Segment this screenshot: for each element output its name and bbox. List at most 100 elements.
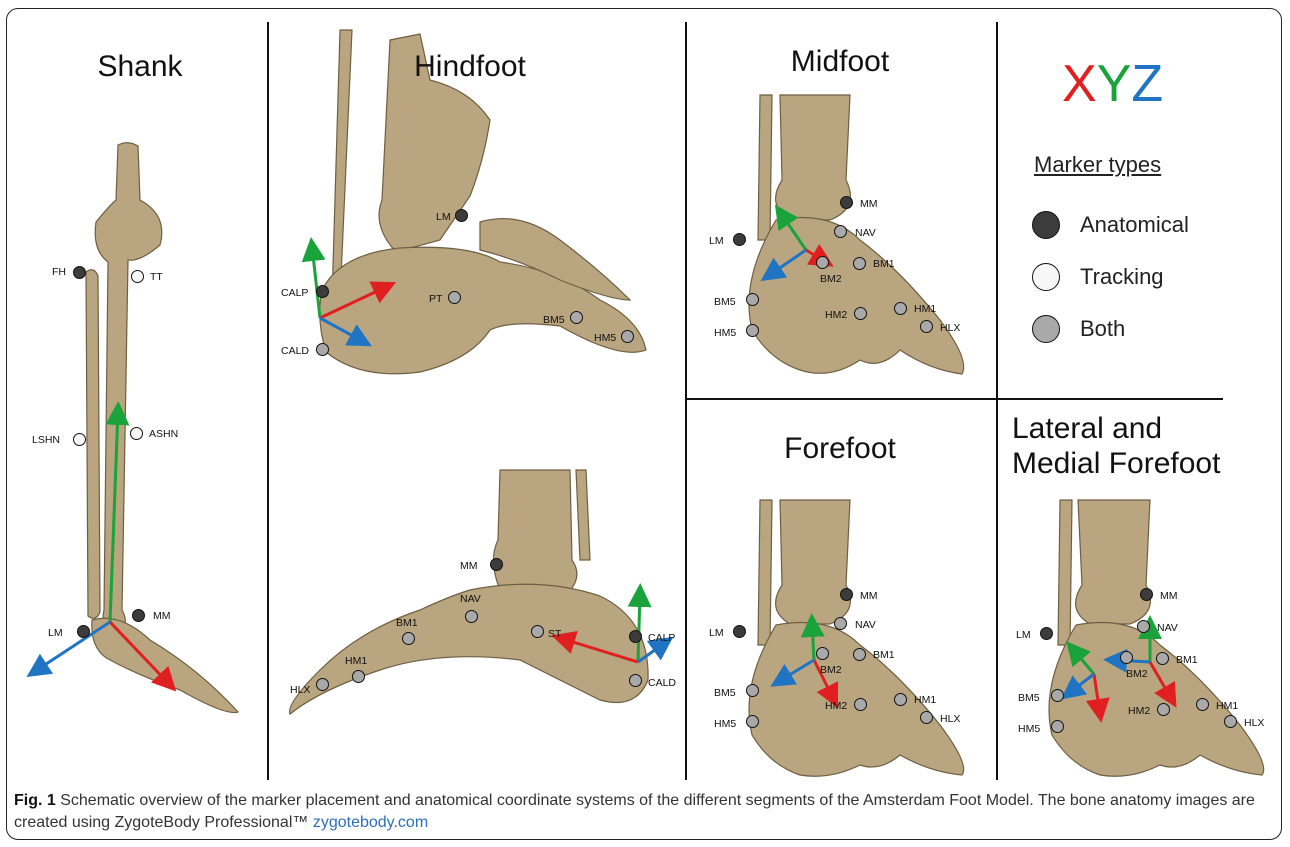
axis-x-label: X <box>1062 55 1097 113</box>
label-lmf-hm1: HM1 <box>1216 700 1238 712</box>
label-lmf-lm: LM <box>1016 629 1031 641</box>
label-shank-mm: MM <box>153 610 171 622</box>
marker-midfoot-mm <box>840 196 853 209</box>
marker-lmf-hlx <box>1224 715 1237 728</box>
marker-shank-lm <box>77 625 90 638</box>
label-hindfoot-cald: CALD <box>281 345 309 357</box>
marker-hindfoot-st <box>531 625 544 638</box>
legend-tracking-swatch <box>1032 263 1060 291</box>
legend-both-label: Both <box>1080 316 1125 342</box>
axis-legend: XYZ <box>1062 54 1163 114</box>
marker-hindfoot-calp-bottom <box>629 630 642 643</box>
marker-midfoot-bm1 <box>853 257 866 270</box>
hindfoot-bottom-y-axis-arrow <box>638 592 640 662</box>
label-hindfoot-calp-bottom: CALP <box>648 632 675 644</box>
title-lateral-line2: Medial Forefoot <box>1012 447 1220 482</box>
label-forefoot-bm2: BM2 <box>820 664 842 676</box>
marker-hindfoot-hm1 <box>352 670 365 683</box>
label-forefoot-bm5: BM5 <box>714 687 736 699</box>
marker-lmf-hm1 <box>1196 698 1209 711</box>
title-lateral-medial: Lateral and Medial Forefoot <box>1012 412 1220 481</box>
caption-label: Fig. 1 <box>14 792 56 809</box>
label-midfoot-bm5: BM5 <box>714 296 736 308</box>
marker-lmf-mm <box>1140 588 1153 601</box>
marker-forefoot-bm1 <box>853 648 866 661</box>
marker-lmf-bm1 <box>1156 652 1169 665</box>
label-midfoot-bm1: BM1 <box>873 258 895 270</box>
marker-midfoot-hm2 <box>854 307 867 320</box>
label-forefoot-hm2: HM2 <box>825 700 847 712</box>
label-shank-tt: TT <box>150 271 163 283</box>
marker-lmf-nav <box>1137 620 1150 633</box>
label-hindfoot-mm: MM <box>460 560 478 572</box>
label-midfoot-hm1: HM1 <box>914 303 936 315</box>
label-midfoot-bm2: BM2 <box>820 273 842 285</box>
hindfoot-bottom-bones <box>290 470 648 714</box>
label-forefoot-hm5: HM5 <box>714 718 736 730</box>
title-shank: Shank <box>50 50 230 85</box>
marker-forefoot-lm <box>733 625 746 638</box>
marker-forefoot-hm1 <box>894 693 907 706</box>
forefoot-bones <box>749 500 964 776</box>
label-hindfoot-calp: CALP <box>281 287 308 299</box>
marker-midfoot-hm1 <box>894 302 907 315</box>
label-forefoot-hlx: HLX <box>940 713 960 725</box>
marker-shank-fh <box>73 266 86 279</box>
marker-forefoot-hlx <box>920 711 933 724</box>
label-hindfoot-cald-bottom: CALD <box>648 677 676 689</box>
marker-forefoot-bm5 <box>746 684 759 697</box>
marker-lmf-lm <box>1040 627 1053 640</box>
label-midfoot-hm2: HM2 <box>825 309 847 321</box>
marker-midfoot-hm5 <box>746 324 759 337</box>
marker-hindfoot-calp <box>316 285 329 298</box>
marker-lmf-hm2 <box>1157 703 1170 716</box>
marker-forefoot-nav <box>834 617 847 630</box>
label-midfoot-nav: NAV <box>855 227 876 239</box>
caption-link[interactable]: zygotebody.com <box>313 814 428 831</box>
label-forefoot-bm1: BM1 <box>873 649 895 661</box>
marker-shank-ashn <box>130 427 143 440</box>
label-forefoot-hm1: HM1 <box>914 694 936 706</box>
marker-lmf-bm5 <box>1051 689 1064 702</box>
marker-lmf-bm2 <box>1120 651 1133 664</box>
marker-midfoot-bm5 <box>746 293 759 306</box>
marker-forefoot-hm5 <box>746 715 759 728</box>
marker-hindfoot-hm5 <box>621 330 634 343</box>
label-lmf-bm5: BM5 <box>1018 692 1040 704</box>
marker-hindfoot-bm5 <box>570 311 583 324</box>
legend-anatomical-swatch <box>1032 211 1060 239</box>
marker-forefoot-bm2 <box>816 647 829 660</box>
label-shank-fh: FH <box>52 266 66 278</box>
label-lmf-mm: MM <box>1160 590 1178 602</box>
label-forefoot-nav: NAV <box>855 619 876 631</box>
label-hindfoot-st: ST <box>548 628 561 640</box>
label-hindfoot-hm5: HM5 <box>594 332 616 344</box>
marker-forefoot-hm2 <box>854 698 867 711</box>
label-shank-lm: LM <box>48 627 63 639</box>
divider-midfoot-legend <box>996 22 998 780</box>
legend-title: Marker types <box>1034 152 1161 178</box>
label-midfoot-hm5: HM5 <box>714 327 736 339</box>
label-shank-lshn: LSHN <box>32 434 60 446</box>
label-shank-ashn: ASHN <box>149 428 178 440</box>
label-hindfoot-bm1: BM1 <box>396 617 418 629</box>
label-hindfoot-hlx: HLX <box>290 684 310 696</box>
label-midfoot-lm: LM <box>709 235 724 247</box>
marker-shank-mm <box>132 609 145 622</box>
marker-hindfoot-pt <box>448 291 461 304</box>
marker-hindfoot-cald <box>316 343 329 356</box>
label-forefoot-lm: LM <box>709 627 724 639</box>
marker-hindfoot-nav <box>465 610 478 623</box>
label-forefoot-mm: MM <box>860 590 878 602</box>
hindfoot-top-y-axis-arrow <box>312 246 320 318</box>
forefoot-y-axis-arrow <box>812 622 814 660</box>
label-hindfoot-bm5: BM5 <box>543 314 565 326</box>
title-midfoot: Midfoot <box>760 45 920 80</box>
label-midfoot-hlx: HLX <box>940 322 960 334</box>
divider-shank-hindfoot <box>267 22 269 780</box>
label-hindfoot-nav: NAV <box>460 593 481 605</box>
marker-midfoot-bm2 <box>816 256 829 269</box>
label-lmf-nav: NAV <box>1157 622 1178 634</box>
marker-midfoot-hlx <box>920 320 933 333</box>
legend-anatomical-label: Anatomical <box>1080 212 1189 238</box>
